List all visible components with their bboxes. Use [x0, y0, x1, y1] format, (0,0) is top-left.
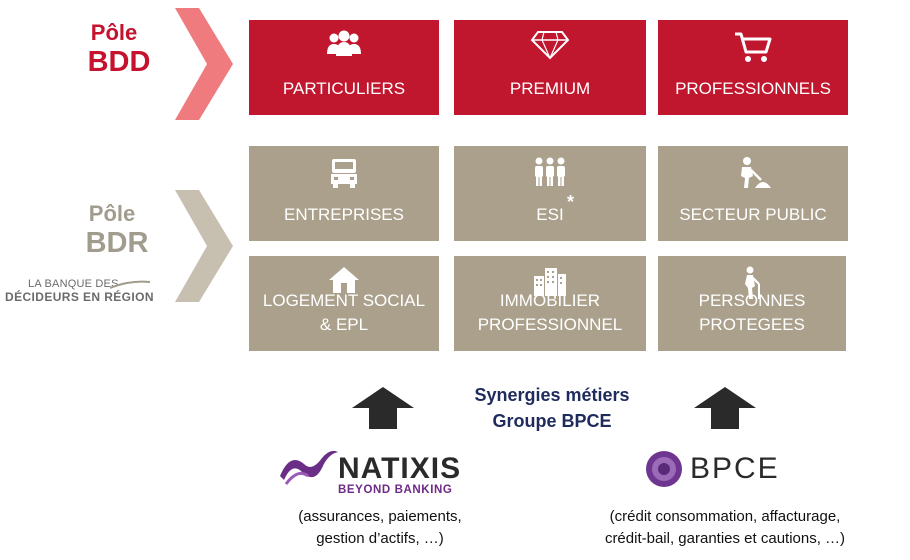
tile-professionnels-label: PROFESSIONNELS	[675, 79, 831, 98]
natixis-logo-icon	[280, 450, 338, 485]
tile-personnes-protegees-label: PERSONNES PROTEGEES	[698, 291, 806, 334]
worker-icon	[741, 157, 771, 188]
bpce-desc-line2: crédit-bail, garanties et cautions, …)	[604, 530, 846, 547]
elderly-icon	[745, 266, 760, 299]
tile-premium-label: PREMIUM	[509, 79, 591, 98]
tile-logement-social-label: LOGEMENT SOCIAL & EPL	[262, 291, 426, 334]
swoosh-icon	[110, 280, 150, 289]
synergies-text: Synergies métiers Groupe BPCE	[452, 382, 652, 434]
tile-entreprises: ENTREPRISES	[249, 146, 439, 241]
arrow-up-icon	[694, 387, 756, 429]
bpce-logo-icon	[646, 451, 682, 487]
esi-asterisk: *	[567, 192, 575, 212]
bdr-tagline-top: LA BANQUE DES	[28, 278, 119, 290]
tile-secteur-public-label: SECTEUR PUBLIC	[679, 205, 827, 224]
tile-esi: ESI	[454, 146, 646, 241]
bdr-tagline-bottom: DÉCIDEURS EN RÉGION	[5, 290, 154, 304]
arrow-up-icon	[352, 387, 414, 429]
natixis-desc-line2: gestion d’actifs, …)	[316, 530, 444, 547]
pole-bdr-label: Pôle	[88, 201, 136, 226]
truck-icon	[331, 159, 357, 188]
bpce-desc-line1: (crédit consommation, affacturage,	[609, 508, 841, 525]
tile-particuliers-label: PARTICULIERS	[282, 79, 406, 98]
cart-icon	[735, 32, 772, 62]
tile-esi-label: ESI	[536, 205, 564, 224]
tile-premium: PREMIUM	[454, 20, 646, 115]
synergies-line1: Synergies métiers	[474, 385, 630, 405]
tile-secteur-public: SECTEUR PUBLIC	[658, 146, 848, 241]
pole-bdd-name: BDD	[87, 46, 151, 78]
tile-logement-social: LOGEMENT SOCIAL & EPL	[249, 256, 439, 351]
buildings-icon	[534, 268, 566, 296]
bdr-chevron	[175, 190, 233, 302]
natixis-desc-line1: (assurances, paiements,	[298, 508, 462, 525]
natixis-name: NATIXIS	[338, 452, 462, 485]
tile-entreprises-label: ENTREPRISES	[284, 205, 404, 224]
bdd-chevron	[175, 8, 233, 120]
diamond-icon	[530, 31, 570, 60]
tile-personnes-protegees: PERSONNES PROTEGEES	[658, 256, 846, 351]
house-icon	[329, 267, 359, 293]
natixis-tagline: BEYOND BANKING	[338, 484, 453, 496]
group-icon	[535, 157, 565, 186]
people-icon	[327, 30, 361, 56]
pole-bdr-name: BDR	[85, 227, 149, 259]
tile-immobilier-label: IMMOBILIER PROFESSIONNEL	[477, 291, 623, 334]
bpce-name: BPCE	[690, 452, 780, 485]
tile-particuliers: PARTICULIERS	[249, 20, 439, 115]
pole-bdd-label: Pôle	[90, 20, 138, 45]
tile-professionnels: PROFESSIONNELS	[658, 20, 848, 115]
synergies-line2: Groupe BPCE	[492, 411, 612, 431]
tile-immobilier: IMMOBILIER PROFESSIONNEL	[454, 256, 646, 351]
